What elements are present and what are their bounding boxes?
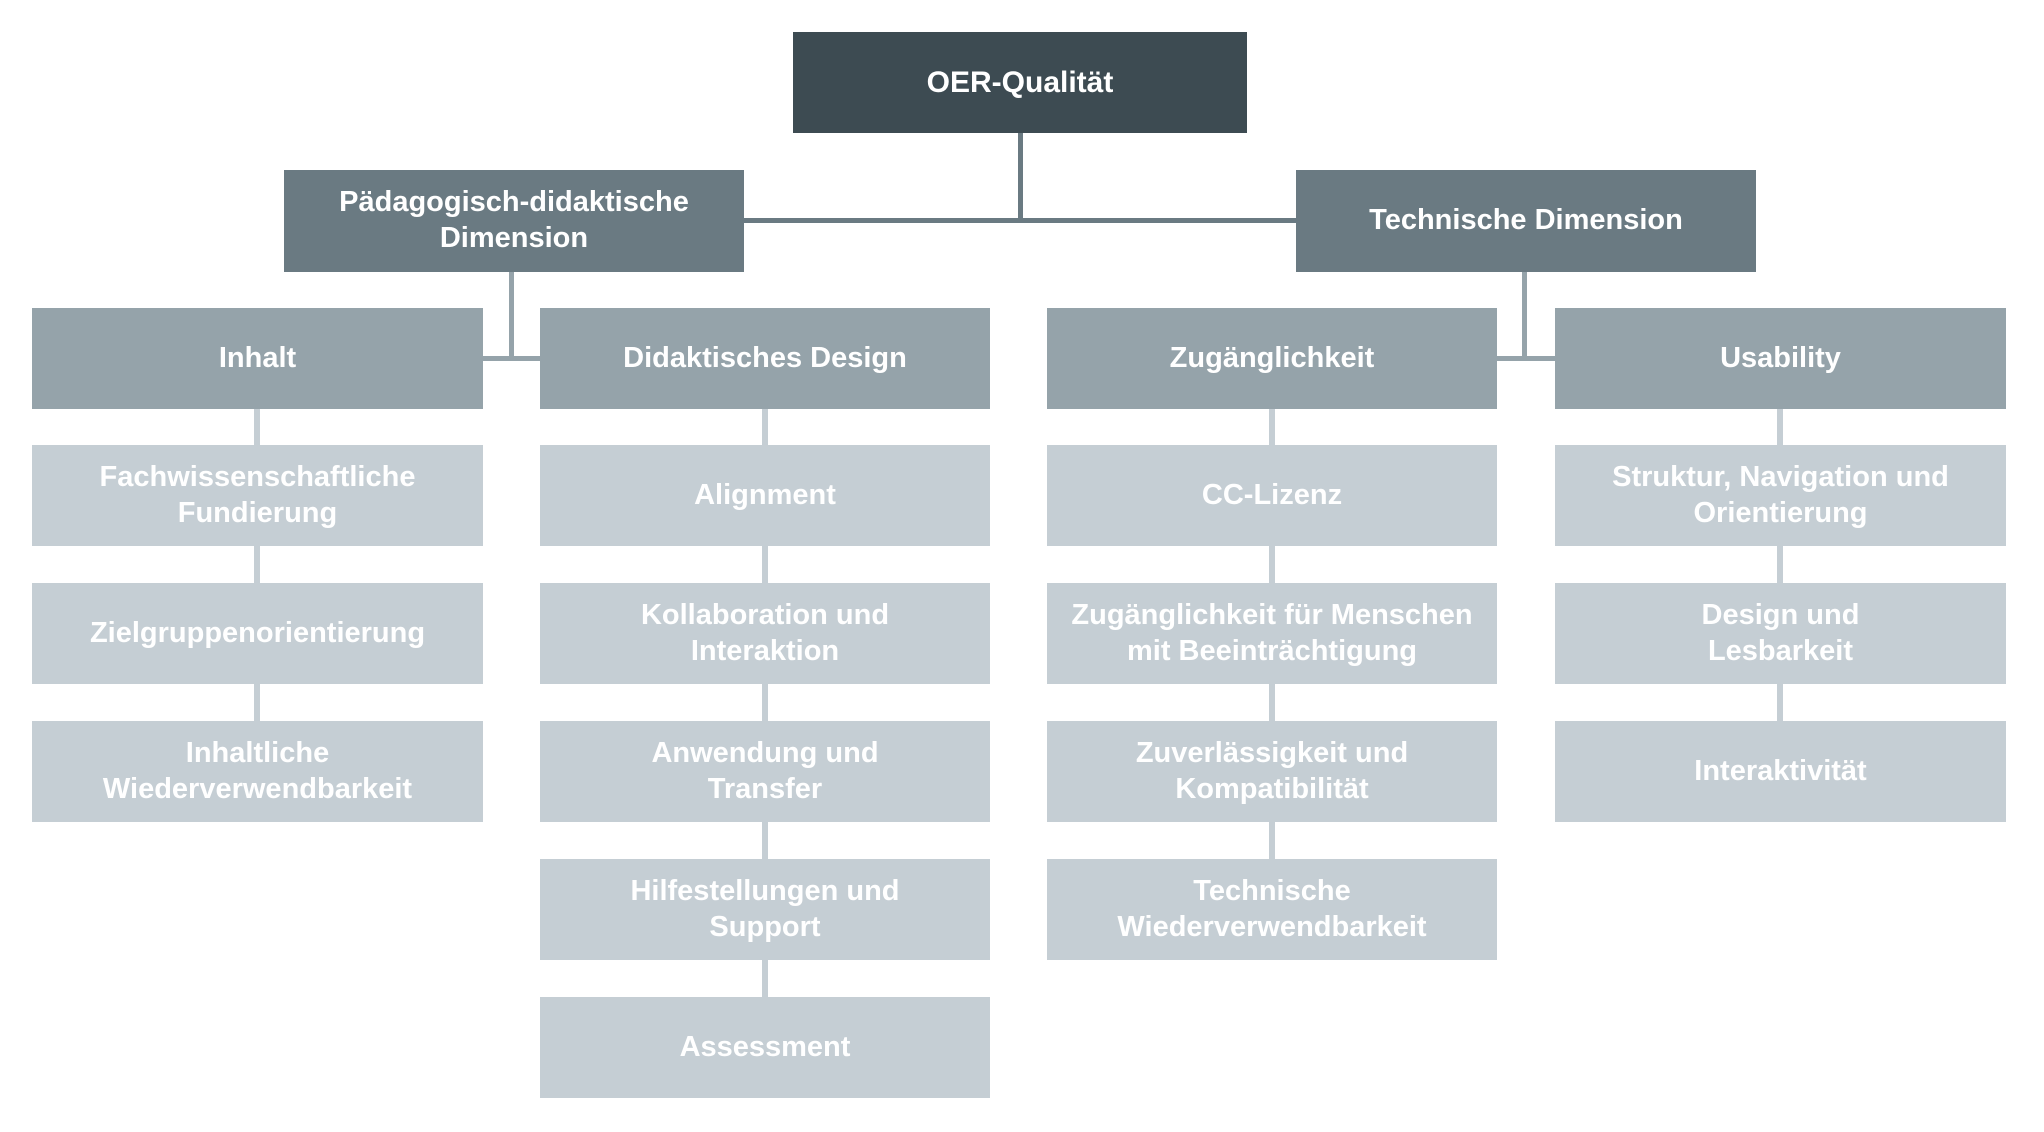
connector-didaktik-child-5 xyxy=(762,958,768,999)
node-cc-lizenz: CC-Lizenz xyxy=(1047,445,1497,546)
connector-technisch-horizontal xyxy=(1497,356,1555,361)
connector-didaktik-child-3 xyxy=(762,682,768,723)
connector-didaktik-child-1 xyxy=(762,407,768,447)
node-zugaenglichkeit-fuer-menschen: Zugänglichkeit für Menschen mit Beeinträ… xyxy=(1047,583,1497,684)
node-assessment: Assessment xyxy=(540,997,990,1098)
node-design-und-lesbarkeit: Design und Lesbarkeit xyxy=(1555,583,2006,684)
node-hilfestellungen-und-support: Hilfestellungen und Support xyxy=(540,859,990,960)
node-struktur-navigation-orientierung: Struktur, Navigation und Orientierung xyxy=(1555,445,2006,546)
connector-zugaenglichkeit-child-3 xyxy=(1269,682,1275,723)
connector-paedagogisch-horizontal xyxy=(483,356,540,361)
connector-didaktik-child-4 xyxy=(762,820,768,861)
connector-root-vertical xyxy=(1018,133,1023,223)
connector-paedagogisch-vertical xyxy=(509,272,514,361)
node-inhaltliche-wiederverwendbarkeit: Inhaltliche Wiederverwendbarkeit xyxy=(32,721,483,822)
connector-didaktik-child-2 xyxy=(762,544,768,585)
node-didaktisches-design: Didaktisches Design xyxy=(540,308,990,409)
node-fachwissenschaftliche-fundierung: Fachwissenschaftliche Fundierung xyxy=(32,445,483,546)
connector-usability-child-3 xyxy=(1777,682,1783,723)
node-oer-qualitaet: OER-Qualität xyxy=(793,32,1247,133)
node-usability: Usability xyxy=(1555,308,2006,409)
node-technische-wiederverwendbarkeit: Technische Wiederverwendbarkeit xyxy=(1047,859,1497,960)
connector-root-horizontal xyxy=(744,218,1296,223)
connector-usability-child-2 xyxy=(1777,544,1783,585)
connector-inhalt-child-2 xyxy=(254,544,260,585)
connector-technisch-vertical xyxy=(1522,272,1527,361)
node-kollaboration-und-interaktion: Kollaboration und Interaktion xyxy=(540,583,990,684)
connector-zugaenglichkeit-child-1 xyxy=(1269,407,1275,447)
node-zielgruppenorientierung: Zielgruppenorientierung xyxy=(32,583,483,684)
connector-inhalt-child-3 xyxy=(254,682,260,723)
connector-inhalt-child-1 xyxy=(254,407,260,447)
node-zuverlaessigkeit-und-kompatibilitaet: Zuverlässigkeit und Kompatibilität xyxy=(1047,721,1497,822)
node-interaktivitaet: Interaktivität xyxy=(1555,721,2006,822)
node-inhalt: Inhalt xyxy=(32,308,483,409)
connector-zugaenglichkeit-child-2 xyxy=(1269,544,1275,585)
connector-usability-child-1 xyxy=(1777,407,1783,447)
node-technische-dimension: Technische Dimension xyxy=(1296,170,1756,272)
node-anwendung-und-transfer: Anwendung und Transfer xyxy=(540,721,990,822)
node-paedagogisch-didaktische-dimension: Pädagogisch-didaktische Dimension xyxy=(284,170,744,272)
connector-zugaenglichkeit-child-4 xyxy=(1269,820,1275,861)
node-zugaenglichkeit: Zugänglichkeit xyxy=(1047,308,1497,409)
node-alignment: Alignment xyxy=(540,445,990,546)
